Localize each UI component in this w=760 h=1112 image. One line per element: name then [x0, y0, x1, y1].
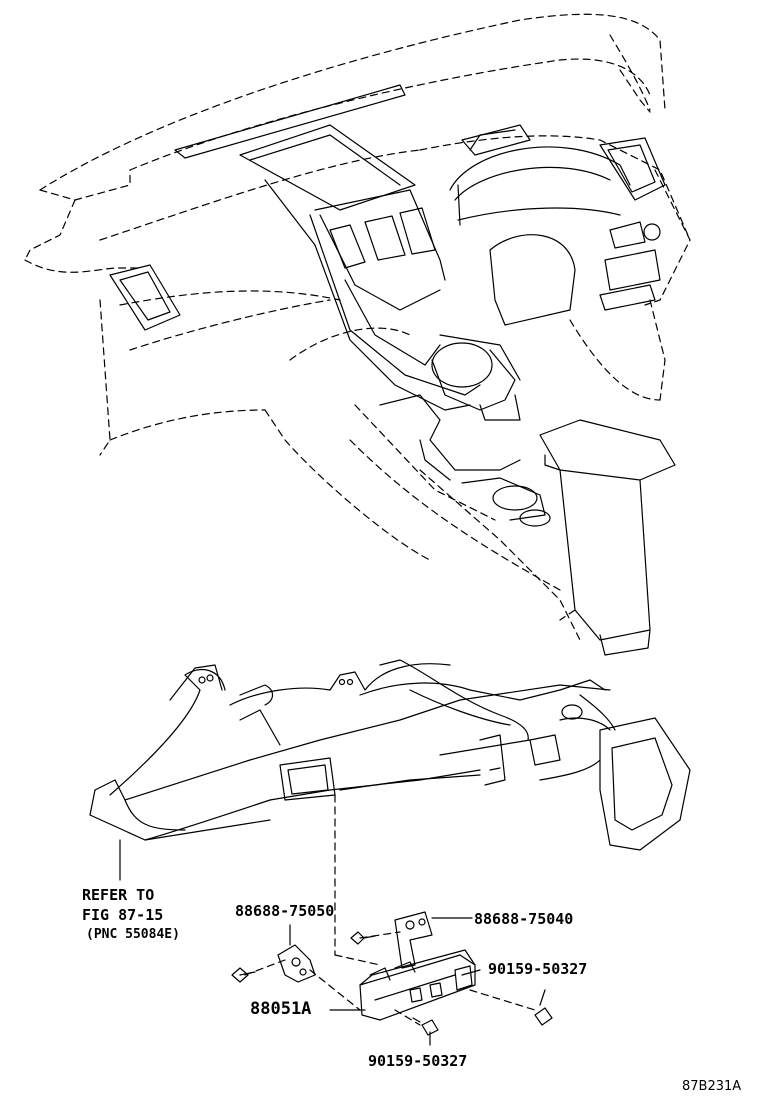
part-number-90159-50327-bottom: 90159-50327 — [368, 1052, 468, 1070]
bracket-88688-75050 — [277, 944, 316, 983]
leader-lines — [119, 794, 536, 1046]
dashboard-outline — [24, 13, 691, 656]
part-number-90159-50327-right: 90159-50327 — [488, 960, 588, 978]
part-number-88688-75040: 88688-75040 — [474, 910, 574, 928]
part-number-88688-75050: 88688-75050 — [235, 902, 335, 920]
refer-label-line1: REFER TO — [82, 886, 155, 904]
refer-label-line2: FIG 87-15 — [82, 906, 164, 924]
screws — [231, 931, 553, 1036]
bracket-88688-75040 — [394, 911, 433, 969]
refer-label-line3: (PNC 55084E) — [86, 927, 180, 942]
sensor-unit-88051A — [359, 949, 476, 1021]
air-duct-assembly — [89, 659, 691, 851]
part-number-88051A: 88051A — [250, 999, 312, 1019]
figure-code: 87B231A — [682, 1079, 742, 1094]
